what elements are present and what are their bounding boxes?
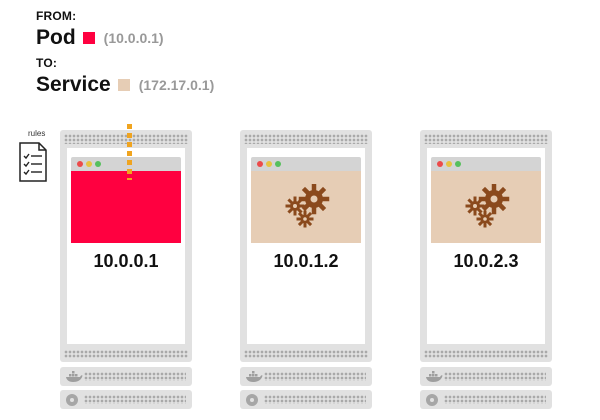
window-minimize-dot <box>86 161 92 167</box>
window-titlebar <box>71 157 181 171</box>
base-vent <box>444 395 546 404</box>
window-titlebar <box>251 157 361 171</box>
server-card: 10.0.1.2 <box>247 148 365 344</box>
disk-base <box>420 390 552 409</box>
from-label: FROM: <box>36 9 77 23</box>
service-window <box>431 157 541 243</box>
from-ip: (10.0.0.1) <box>103 30 164 46</box>
server-3: 10.0.2.3 <box>420 130 552 362</box>
docker-whale-icon <box>426 371 443 382</box>
from-row: Pod (10.0.0.1) <box>36 26 164 50</box>
disk-icon <box>246 394 258 406</box>
node-ip: 10.0.2.3 <box>453 251 519 271</box>
service-body <box>251 171 361 243</box>
pod-color-swatch <box>82 32 95 44</box>
window-maximize-dot <box>95 161 101 167</box>
docker-base <box>60 367 192 386</box>
service-color-swatch <box>117 79 130 91</box>
window-close-dot <box>77 161 83 167</box>
base-vent <box>264 372 366 381</box>
window-close-dot <box>257 161 263 167</box>
pod-window <box>71 157 181 243</box>
disk-base <box>240 390 372 409</box>
docker-base <box>420 367 552 386</box>
node-ip: 10.0.1.2 <box>273 251 339 271</box>
server-vent <box>424 350 548 358</box>
server-vent <box>424 134 548 144</box>
window-maximize-dot <box>455 161 461 167</box>
base-vent <box>444 372 546 381</box>
rules-label: rules <box>28 129 46 138</box>
disk-icon <box>66 394 78 406</box>
to-row: Service (172.17.0.1) <box>36 73 214 97</box>
from-kind: Pod <box>36 26 76 49</box>
gears-icon <box>285 184 330 228</box>
service-body <box>431 171 541 243</box>
base-vent <box>84 372 186 381</box>
window-minimize-dot <box>266 161 272 167</box>
server-1: 10.0.0.1 <box>60 130 192 362</box>
server-vent <box>244 350 368 358</box>
window-close-dot <box>437 161 443 167</box>
docker-base <box>240 367 372 386</box>
window-minimize-dot <box>446 161 452 167</box>
server-vent <box>64 350 188 358</box>
to-ip: (172.17.0.1) <box>138 77 215 93</box>
server-vent <box>64 134 188 144</box>
service-window <box>251 157 361 243</box>
window-maximize-dot <box>275 161 281 167</box>
disk-icon <box>426 394 438 406</box>
server-2: 10.0.1.2 <box>240 130 372 362</box>
server-vent <box>244 134 368 144</box>
traffic-dashed-arrow <box>127 124 132 180</box>
server-card: 10.0.2.3 <box>427 148 545 344</box>
pod-body <box>71 171 181 243</box>
to-kind: Service <box>36 73 111 96</box>
docker-whale-icon <box>246 371 263 382</box>
window-titlebar <box>431 157 541 171</box>
docker-whale-icon <box>66 371 83 382</box>
rules-checklist-icon <box>19 142 47 182</box>
base-vent <box>264 395 366 404</box>
server-card: 10.0.0.1 <box>67 148 185 344</box>
base-vent <box>84 395 186 404</box>
node-ip: 10.0.0.1 <box>93 251 159 271</box>
gears-icon <box>465 184 510 228</box>
to-label: TO: <box>36 56 58 70</box>
disk-base <box>60 390 192 409</box>
